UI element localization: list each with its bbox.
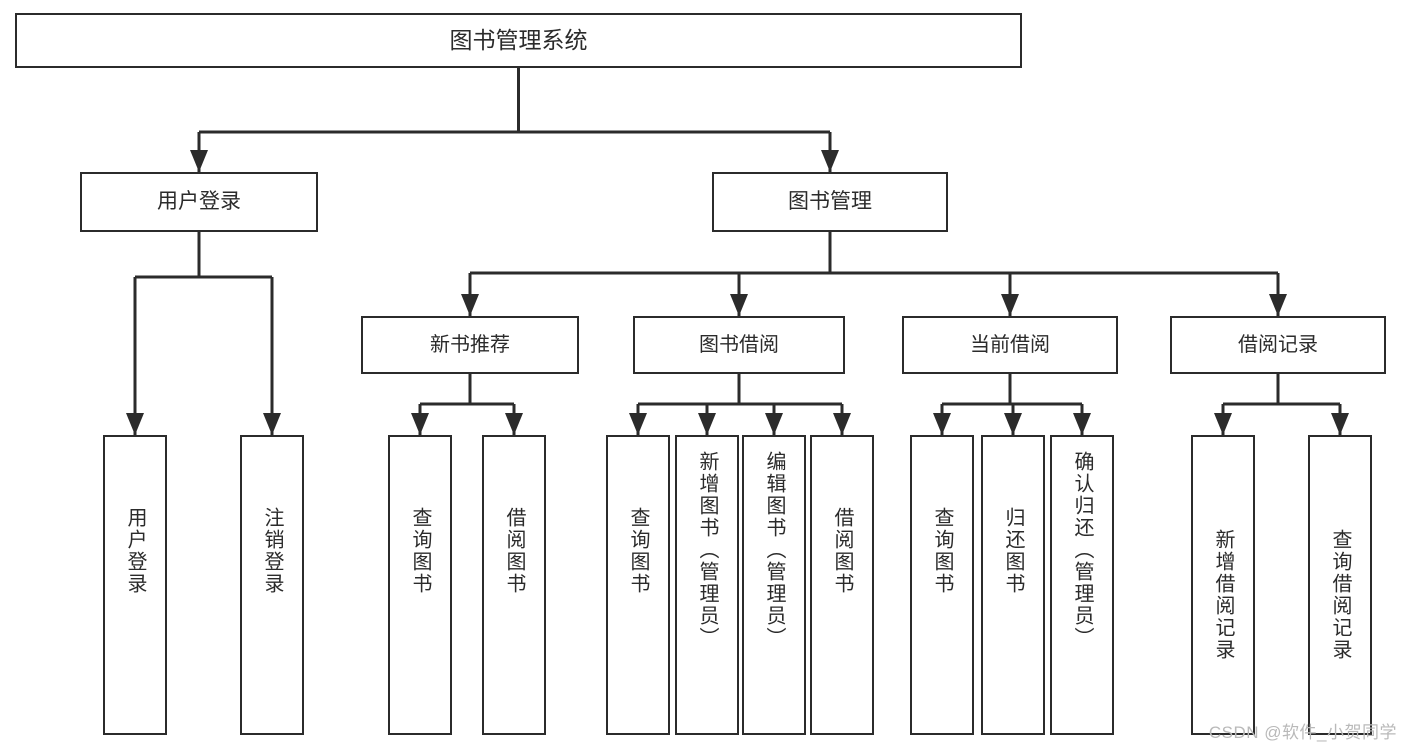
node-leaf-edit-book-admin[interactable]: 编辑图书（管理员） [742, 435, 806, 735]
node-book-manage[interactable]: 图书管理 [712, 172, 948, 232]
node-label-new-book-rec: 新书推荐 [430, 333, 510, 356]
arrow-head-leaf-add-book-admin [698, 413, 716, 435]
arrow-head-leaf-edit-book-admin [765, 413, 783, 435]
arrow-head-leaf-query-book-1 [411, 413, 429, 435]
node-label-current-borrow: 当前借阅 [970, 333, 1050, 356]
arrow-head-leaf-confirm-return-admin [1073, 413, 1091, 435]
arrow-head-leaf-return-book [1004, 413, 1022, 435]
arrow-head-leaf-query-borrow-record [1331, 413, 1349, 435]
arrow-head-leaf-user-login [126, 413, 144, 435]
node-label-leaf-query-book-2: 查询图书 [627, 507, 649, 595]
node-label-leaf-add-borrow-record: 新增借阅记录 [1212, 529, 1234, 661]
node-leaf-borrow-book-2[interactable]: 借阅图书 [810, 435, 874, 735]
node-label-leaf-user-logout: 注销登录 [261, 507, 283, 595]
node-leaf-add-borrow-record[interactable]: 新增借阅记录 [1191, 435, 1255, 735]
node-label-root: 图书管理系统 [449, 27, 588, 54]
node-label-book-borrow: 图书借阅 [699, 333, 779, 356]
arrow-head-leaf-borrow-book-1 [505, 413, 523, 435]
node-new-book-rec[interactable]: 新书推荐 [361, 316, 579, 374]
node-label-leaf-return-book: 归还图书 [1002, 507, 1024, 595]
arrow-head-current-borrow [1001, 294, 1019, 316]
node-leaf-borrow-book-1[interactable]: 借阅图书 [482, 435, 546, 735]
node-leaf-add-book-admin[interactable]: 新增图书（管理员） [675, 435, 739, 735]
node-leaf-return-book[interactable]: 归还图书 [981, 435, 1045, 735]
node-label-leaf-add-book-admin: 新增图书（管理员） [696, 451, 718, 649]
node-leaf-user-login[interactable]: 用户登录 [103, 435, 167, 735]
node-leaf-confirm-return-admin[interactable]: 确认归还（管理员） [1050, 435, 1114, 735]
node-leaf-query-borrow-record[interactable]: 查询借阅记录 [1308, 435, 1372, 735]
node-label-leaf-borrow-book-2: 借阅图书 [831, 507, 853, 595]
node-leaf-query-book-3[interactable]: 查询图书 [910, 435, 974, 735]
node-label-leaf-query-book-1: 查询图书 [409, 507, 431, 595]
node-label-leaf-query-borrow-record: 查询借阅记录 [1329, 529, 1351, 661]
arrow-head-leaf-add-borrow-record [1214, 413, 1232, 435]
arrow-head-book-manage [821, 150, 839, 172]
arrow-head-borrow-record [1269, 294, 1287, 316]
node-current-borrow[interactable]: 当前借阅 [902, 316, 1118, 374]
node-root[interactable]: 图书管理系统 [15, 13, 1022, 68]
arrow-head-leaf-query-book-3 [933, 413, 951, 435]
node-label-leaf-edit-book-admin: 编辑图书（管理员） [763, 451, 785, 649]
node-user-login[interactable]: 用户登录 [80, 172, 318, 232]
node-label-leaf-user-login: 用户登录 [124, 507, 146, 595]
node-borrow-record[interactable]: 借阅记录 [1170, 316, 1386, 374]
node-leaf-query-book-1[interactable]: 查询图书 [388, 435, 452, 735]
node-label-leaf-query-book-3: 查询图书 [931, 507, 953, 595]
node-label-leaf-confirm-return-admin: 确认归还（管理员） [1071, 451, 1093, 649]
node-label-book-manage: 图书管理 [788, 189, 872, 213]
node-label-leaf-borrow-book-1: 借阅图书 [503, 507, 525, 595]
arrow-head-new-book-rec [461, 294, 479, 316]
node-label-borrow-record: 借阅记录 [1238, 333, 1318, 356]
arrow-head-leaf-user-logout [263, 413, 281, 435]
arrow-head-book-borrow [730, 294, 748, 316]
arrow-head-leaf-borrow-book-2 [833, 413, 851, 435]
node-leaf-query-book-2[interactable]: 查询图书 [606, 435, 670, 735]
node-book-borrow[interactable]: 图书借阅 [633, 316, 845, 374]
node-leaf-user-logout[interactable]: 注销登录 [240, 435, 304, 735]
arrow-head-user-login [190, 150, 208, 172]
node-label-user-login: 用户登录 [157, 189, 241, 213]
arrow-head-leaf-query-book-2 [629, 413, 647, 435]
